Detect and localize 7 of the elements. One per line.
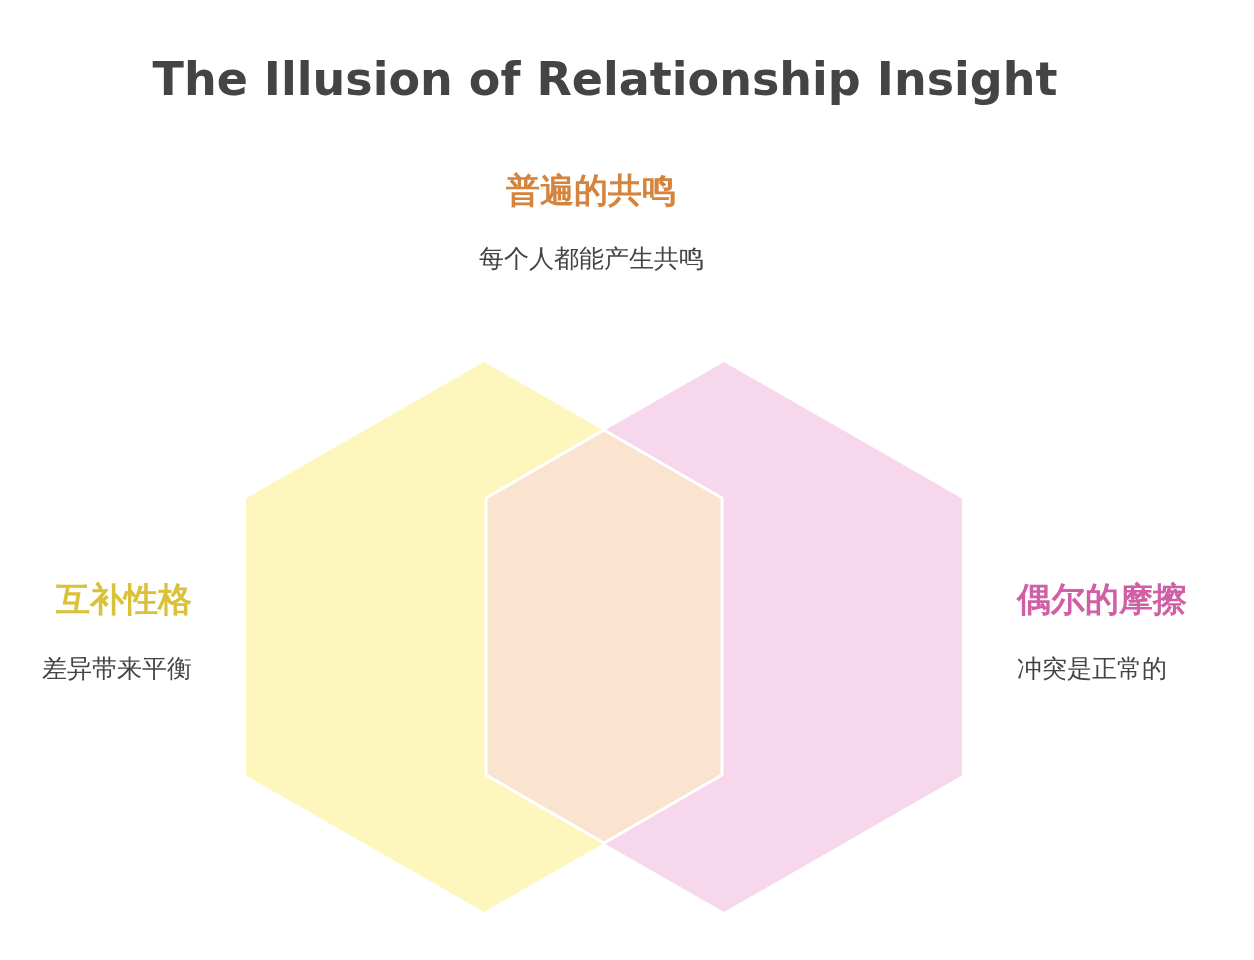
heading: 普遍的共鸣 [505, 169, 677, 212]
description: 每个人都能产生共鸣 [477, 243, 705, 275]
description: 差异带来平衡 [41, 653, 192, 685]
heading: 偶尔的摩擦 [1017, 578, 1188, 621]
description: 冲突是正常的 [1017, 653, 1168, 685]
heading: 互补性格 [55, 578, 192, 621]
diagram-title: The Illusion of Relationship Insight [151, 52, 1059, 106]
